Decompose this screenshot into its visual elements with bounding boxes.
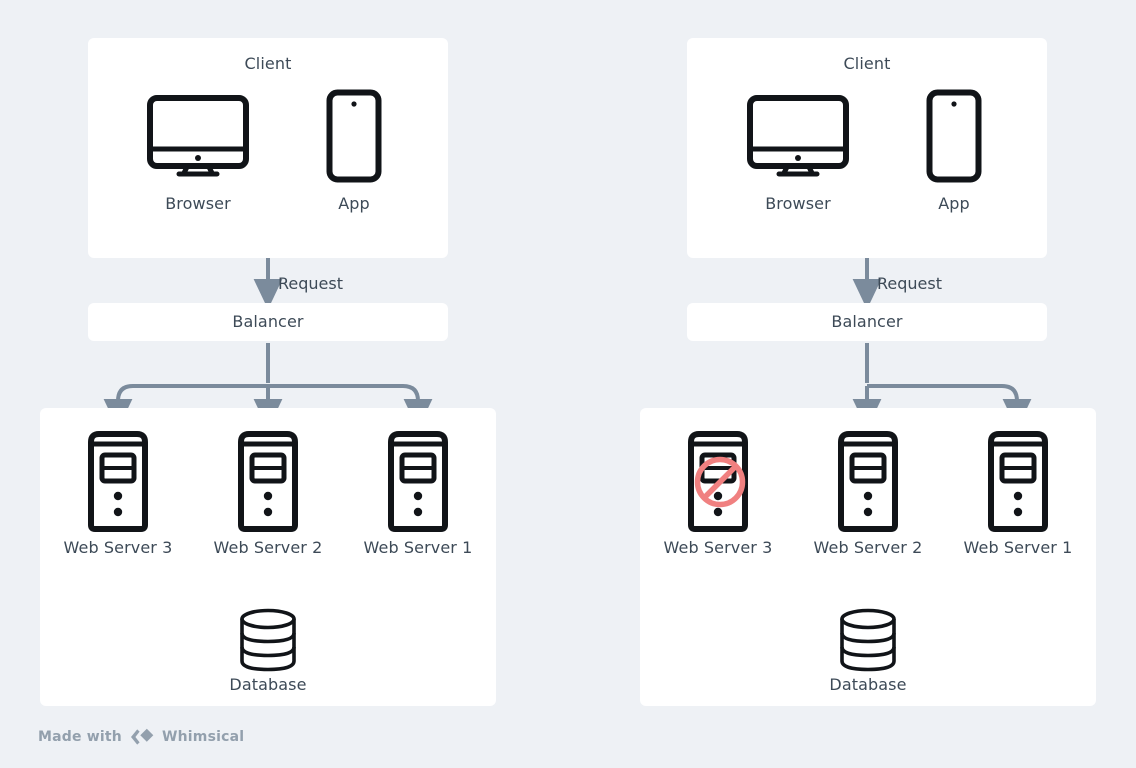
server-label-left-2: Web Server 2 [213, 538, 323, 557]
server-label-right-1: Web Server 1 [963, 538, 1073, 557]
server-label-right-3: Web Server 3 [663, 538, 773, 557]
monitor-icon [747, 95, 849, 177]
balancer-card-right [687, 303, 1047, 341]
database-label-right: Database [829, 675, 907, 694]
app-label-right: App [938, 194, 970, 213]
database-label-left: Database [229, 675, 307, 694]
client-title-right: Client [843, 54, 891, 73]
server-label-right-2: Web Server 2 [813, 538, 923, 557]
server-label-left-1: Web Server 1 [363, 538, 473, 557]
server-icon [88, 430, 148, 532]
phone-icon [926, 89, 982, 183]
balancer-label-right: Balancer [831, 312, 903, 331]
footer-prefix: Made with [38, 729, 122, 745]
made-with-whimsical-footer[interactable]: Made with Whimsical [38, 727, 244, 747]
client-title-left: Client [244, 54, 292, 73]
database-icon [838, 608, 898, 672]
server-icon [988, 430, 1048, 532]
server-label-left-3: Web Server 3 [63, 538, 173, 557]
request-label-right: Request [877, 274, 942, 293]
footer-brand: Whimsical [161, 729, 245, 745]
server-icon [238, 430, 298, 532]
database-icon [238, 608, 298, 672]
edge-balancer-to-servers-right [852, 343, 1032, 430]
balancer-label-left: Balancer [232, 312, 304, 331]
monitor-icon [147, 95, 249, 177]
request-label-left: Request [278, 274, 343, 293]
browser-label-left: Browser [165, 194, 231, 213]
whimsical-logo-icon [129, 727, 155, 747]
phone-icon [326, 89, 382, 183]
balancer-card-left [88, 303, 448, 341]
browser-label-right: Browser [765, 194, 831, 213]
no-entry-icon [693, 455, 747, 509]
server-icon [838, 430, 898, 532]
edge-balancer-to-servers-left [103, 343, 433, 430]
app-label-left: App [338, 194, 370, 213]
server-icon [388, 430, 448, 532]
